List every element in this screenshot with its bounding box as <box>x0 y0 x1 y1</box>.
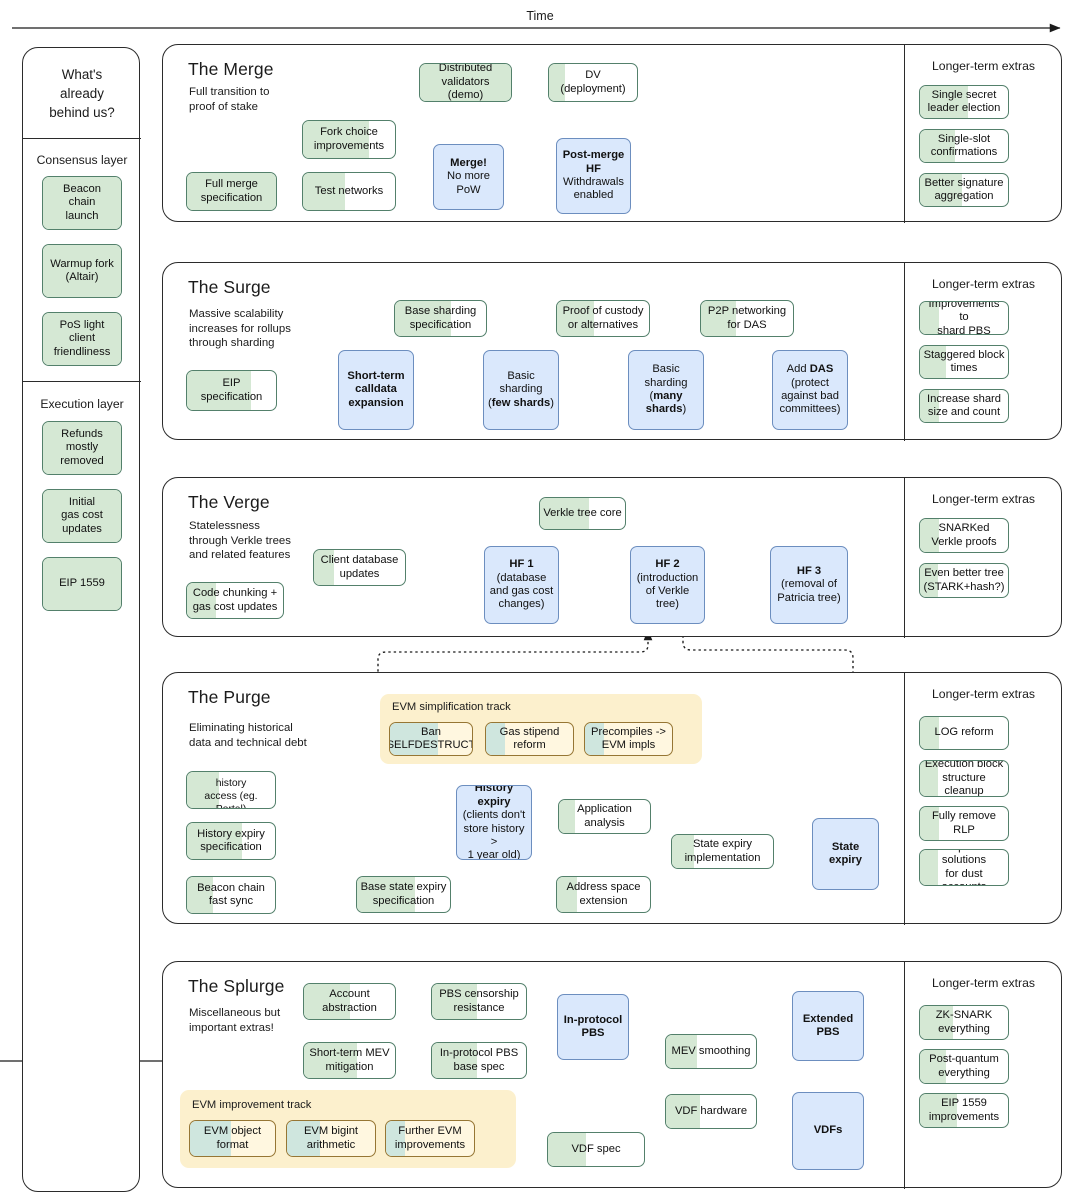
extras-title-surge: Longer-term extras <box>932 277 1035 291</box>
section-subtitle-merge: Full transition to proof of stake <box>189 86 270 113</box>
section-title-merge: The Merge <box>188 59 274 79</box>
section-surge: The Surge Massive scalability increases … <box>162 262 1062 441</box>
extras-divider-merge <box>904 45 905 223</box>
extras-divider-surge <box>904 263 905 441</box>
node-test-networks[interactable]: Test networks <box>302 172 396 211</box>
node-vdf-hardware[interactable]: VDF hardware <box>665 1094 757 1129</box>
node-state-expiry-implementation[interactable]: State expiry implementation <box>671 834 774 869</box>
sidebar-item-beacon-chain-launch[interactable]: Beacon chain launch <box>42 176 122 230</box>
extra-execution-block-structure-cleanup[interactable]: Execution block structure cleanup <box>919 760 1009 797</box>
extras-title-verge: Longer-term extras <box>932 492 1035 506</box>
extra-staggered-block-times[interactable]: Staggered block times <box>919 345 1009 379</box>
section-subtitle-surge: Massive scalability increases for rollup… <box>189 308 291 350</box>
node-history-expiry-specification[interactable]: History expiry specification <box>186 822 276 860</box>
node-gas-stipend-reform[interactable]: Gas stipend reform <box>485 722 574 756</box>
extras-title-merge: Longer-term extras <box>932 59 1035 73</box>
node-application-analysis[interactable]: Application analysis <box>558 799 651 834</box>
section-title-verge: The Verge <box>188 492 270 512</box>
node-account-abstraction[interactable]: Account abstraction <box>303 983 396 1020</box>
sidebar-group-label-execution: Execution layer <box>40 397 124 411</box>
node-short-term-mev-mitigation[interactable]: Short-term MEV mitigation <box>303 1042 396 1079</box>
sidebar-item-eip-1559[interactable]: EIP 1559 <box>42 557 122 611</box>
extra-improvements-to-shard-pbs[interactable]: Improvements to shard PBS <box>919 301 1009 335</box>
node-in-protocol-pbs-base-spec[interactable]: In-protocol PBS base spec <box>431 1042 527 1079</box>
node-distributed-validators-demo[interactable]: Distributed validators (demo) <box>419 63 512 102</box>
extras-title-splurge: Longer-term extras <box>932 976 1035 990</box>
extras-divider-purge <box>904 673 905 925</box>
section-subtitle-splurge: Miscellaneous but important extras! <box>189 1007 281 1034</box>
extra-single-secret-leader-election[interactable]: Single secret leader election <box>919 85 1009 119</box>
node-beacon-chain-fast-sync[interactable]: Beacon chain fast sync <box>186 876 276 914</box>
node-mev-smoothing[interactable]: MEV smoothing <box>665 1034 757 1069</box>
node-address-space-extension[interactable]: Address space extension <box>556 876 651 913</box>
node-p2p-networking-for-das[interactable]: P2P networking for DAS <box>700 300 794 337</box>
extra-better-signature-aggregation[interactable]: Better signature aggregation <box>919 173 1009 207</box>
extras-divider-splurge <box>904 962 905 1189</box>
extra-post-quantum-everything[interactable]: Post-quantum everything <box>919 1049 1009 1084</box>
node-evm-bigint-arithmetic[interactable]: EVM bigint arithmetic <box>286 1120 376 1157</box>
extra-even-better-tree[interactable]: Even better tree (STARK+hash?) <box>919 563 1009 598</box>
node-fork-choice-improvements[interactable]: Fork choice improvements <box>302 120 396 159</box>
node-dv-deployment[interactable]: DV (deployment) <box>548 63 638 102</box>
node-full-merge-specification[interactable]: Full merge specification <box>186 172 277 211</box>
node-state-expiry[interactable]: State expiry <box>812 818 879 890</box>
section-title-purge: The Purge <box>188 687 271 707</box>
evm-simplification-track-title: EVM simplification track <box>392 701 511 713</box>
extra-snarked-verkle-proofs[interactable]: SNARKed Verkle proofs <box>919 518 1009 553</box>
sidebar-item-initial-gas-cost-updates[interactable]: Initial gas cost updates <box>42 489 122 543</box>
node-precompiles-evm-impls[interactable]: Precompiles -> EVM impls <box>584 722 673 756</box>
sidebar-item-warmup-fork[interactable]: Warmup fork (Altair) <box>42 244 122 298</box>
section-title-surge: The Surge <box>188 277 271 297</box>
extra-explore-solutions-for-dust-accounts[interactable]: Explore solutions for dust accounts <box>919 849 1009 886</box>
node-further-evm-improvements[interactable]: Further EVM improvements <box>385 1120 475 1157</box>
node-alternative-history-access[interactable]: Alternative history access (eg. Portal) <box>186 771 276 809</box>
section-subtitle-verge: Statelessness through Verkle trees and r… <box>189 520 291 562</box>
sidebar-item-pos-light-client[interactable]: PoS light client friendliness <box>42 312 122 366</box>
node-eip-specification[interactable]: EIP specification <box>186 370 277 411</box>
sidebar-item-refunds-mostly-removed[interactable]: Refunds mostly removed <box>42 421 122 475</box>
node-code-chunking-gas-cost-updates[interactable]: Code chunking + gas cost updates <box>186 582 284 619</box>
node-vdf-spec[interactable]: VDF spec <box>547 1132 645 1167</box>
section-subtitle-purge: Eliminating historical data and technica… <box>189 722 307 749</box>
node-verkle-tree-core[interactable]: Verkle tree core <box>539 497 626 530</box>
extra-eip-1559-improvements[interactable]: EIP 1559 improvements <box>919 1093 1009 1128</box>
extra-increase-shard-size-and-count[interactable]: Increase shard size and count <box>919 389 1009 423</box>
node-client-database-updates[interactable]: Client database updates <box>313 549 406 586</box>
sidebar-panel: What's already behind us? Consensus laye… <box>22 47 141 1192</box>
extras-title-purge: Longer-term extras <box>932 687 1035 701</box>
node-base-state-expiry-specification[interactable]: Base state expiry specification <box>356 876 451 913</box>
node-base-sharding-specification[interactable]: Base sharding specification <box>394 300 487 337</box>
sidebar-divider-1 <box>23 138 141 139</box>
extras-divider-verge <box>904 478 905 638</box>
node-ban-selfdestruct[interactable]: Ban SELFDESTRUCT <box>389 722 473 756</box>
extra-fully-remove-rlp[interactable]: Fully remove RLP <box>919 806 1009 841</box>
evm-improvement-track-title: EVM improvement track <box>192 1099 312 1111</box>
sidebar-group-label-consensus: Consensus layer <box>36 153 128 167</box>
node-pbs-censorship-resistance[interactable]: PBS censorship resistance <box>431 983 527 1020</box>
extra-zk-snark-everything[interactable]: ZK-SNARK everything <box>919 1005 1009 1040</box>
sidebar-divider-2 <box>23 381 141 382</box>
node-vdfs[interactable]: VDFs <box>792 1092 864 1170</box>
node-proof-of-custody[interactable]: Proof of custody or alternatives <box>556 300 650 337</box>
time-axis-label: Time <box>526 9 554 23</box>
extra-single-slot-confirmations[interactable]: Single-slot confirmations <box>919 129 1009 163</box>
extra-log-reform[interactable]: LOG reform <box>919 716 1009 750</box>
sidebar-title: What's already behind us? <box>49 67 115 120</box>
node-evm-object-format[interactable]: EVM object format <box>189 1120 276 1157</box>
section-title-splurge: The Splurge <box>188 976 285 996</box>
